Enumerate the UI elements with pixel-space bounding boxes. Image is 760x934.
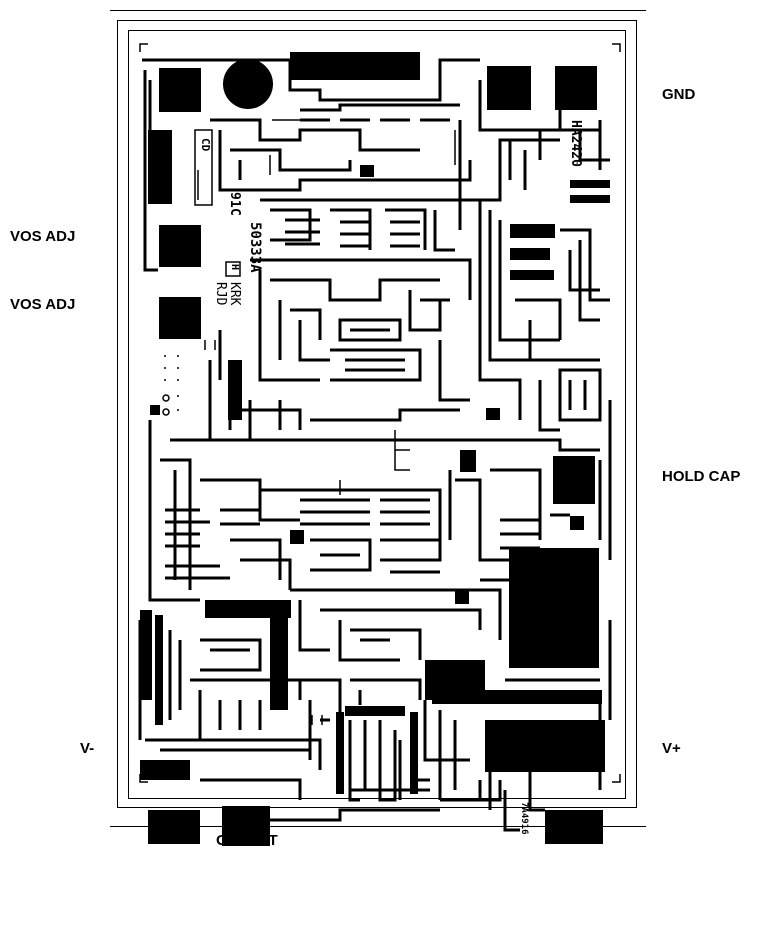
mask-id-marking: 50333A: [247, 222, 263, 273]
label-vos-adj-1: VOS ADJ: [10, 228, 76, 245]
label-hold-cap: HOLD CAP: [662, 468, 741, 485]
part-number-marking: HA2420: [568, 120, 583, 167]
logo-icon: [225, 261, 241, 277]
logo-letter: H: [229, 264, 240, 271]
bonding-pad-icon: [148, 52, 605, 846]
cd-marking: CD: [199, 138, 212, 152]
die-outline: [117, 20, 637, 808]
initials-rjd-marking: RJD: [213, 282, 228, 306]
label-vos-adj-2: VOS ADJ: [10, 296, 76, 313]
corner-code-marking: 7A4916: [519, 802, 529, 835]
copyright-mark: C: [227, 208, 242, 216]
label-gnd: GND: [662, 86, 696, 103]
copyright-year-marking: 91: [227, 192, 242, 208]
initials-krk-marking: KRK: [227, 282, 242, 306]
label-v-plus: V+: [662, 740, 681, 757]
top-rule: [110, 10, 646, 11]
bottom-rule: [110, 826, 646, 827]
label-v-minus: V-: [80, 740, 95, 757]
